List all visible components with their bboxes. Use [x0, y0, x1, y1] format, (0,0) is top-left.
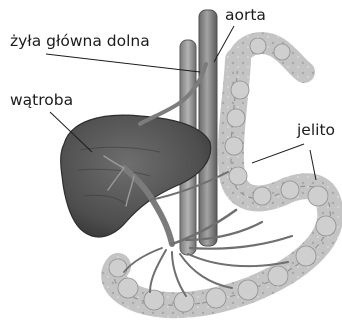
mesenteric-branch-7 [150, 250, 166, 292]
mesenteric-branch-5 [180, 254, 232, 288]
label-vena-cava: żyła główna dolna [10, 32, 150, 50]
inferior-vena-cava [199, 10, 217, 246]
label-aorta: aorta [225, 6, 266, 24]
mesenteric-branch-4 [188, 254, 288, 266]
label-intestine: jelito [296, 121, 335, 139]
vena-cava-vessel [199, 10, 217, 246]
leader-vena-cava [46, 54, 200, 72]
leader-intestine-1 [252, 144, 304, 163]
label-liver: wątroba [10, 91, 73, 109]
mesenteric-branch-2 [186, 222, 262, 240]
